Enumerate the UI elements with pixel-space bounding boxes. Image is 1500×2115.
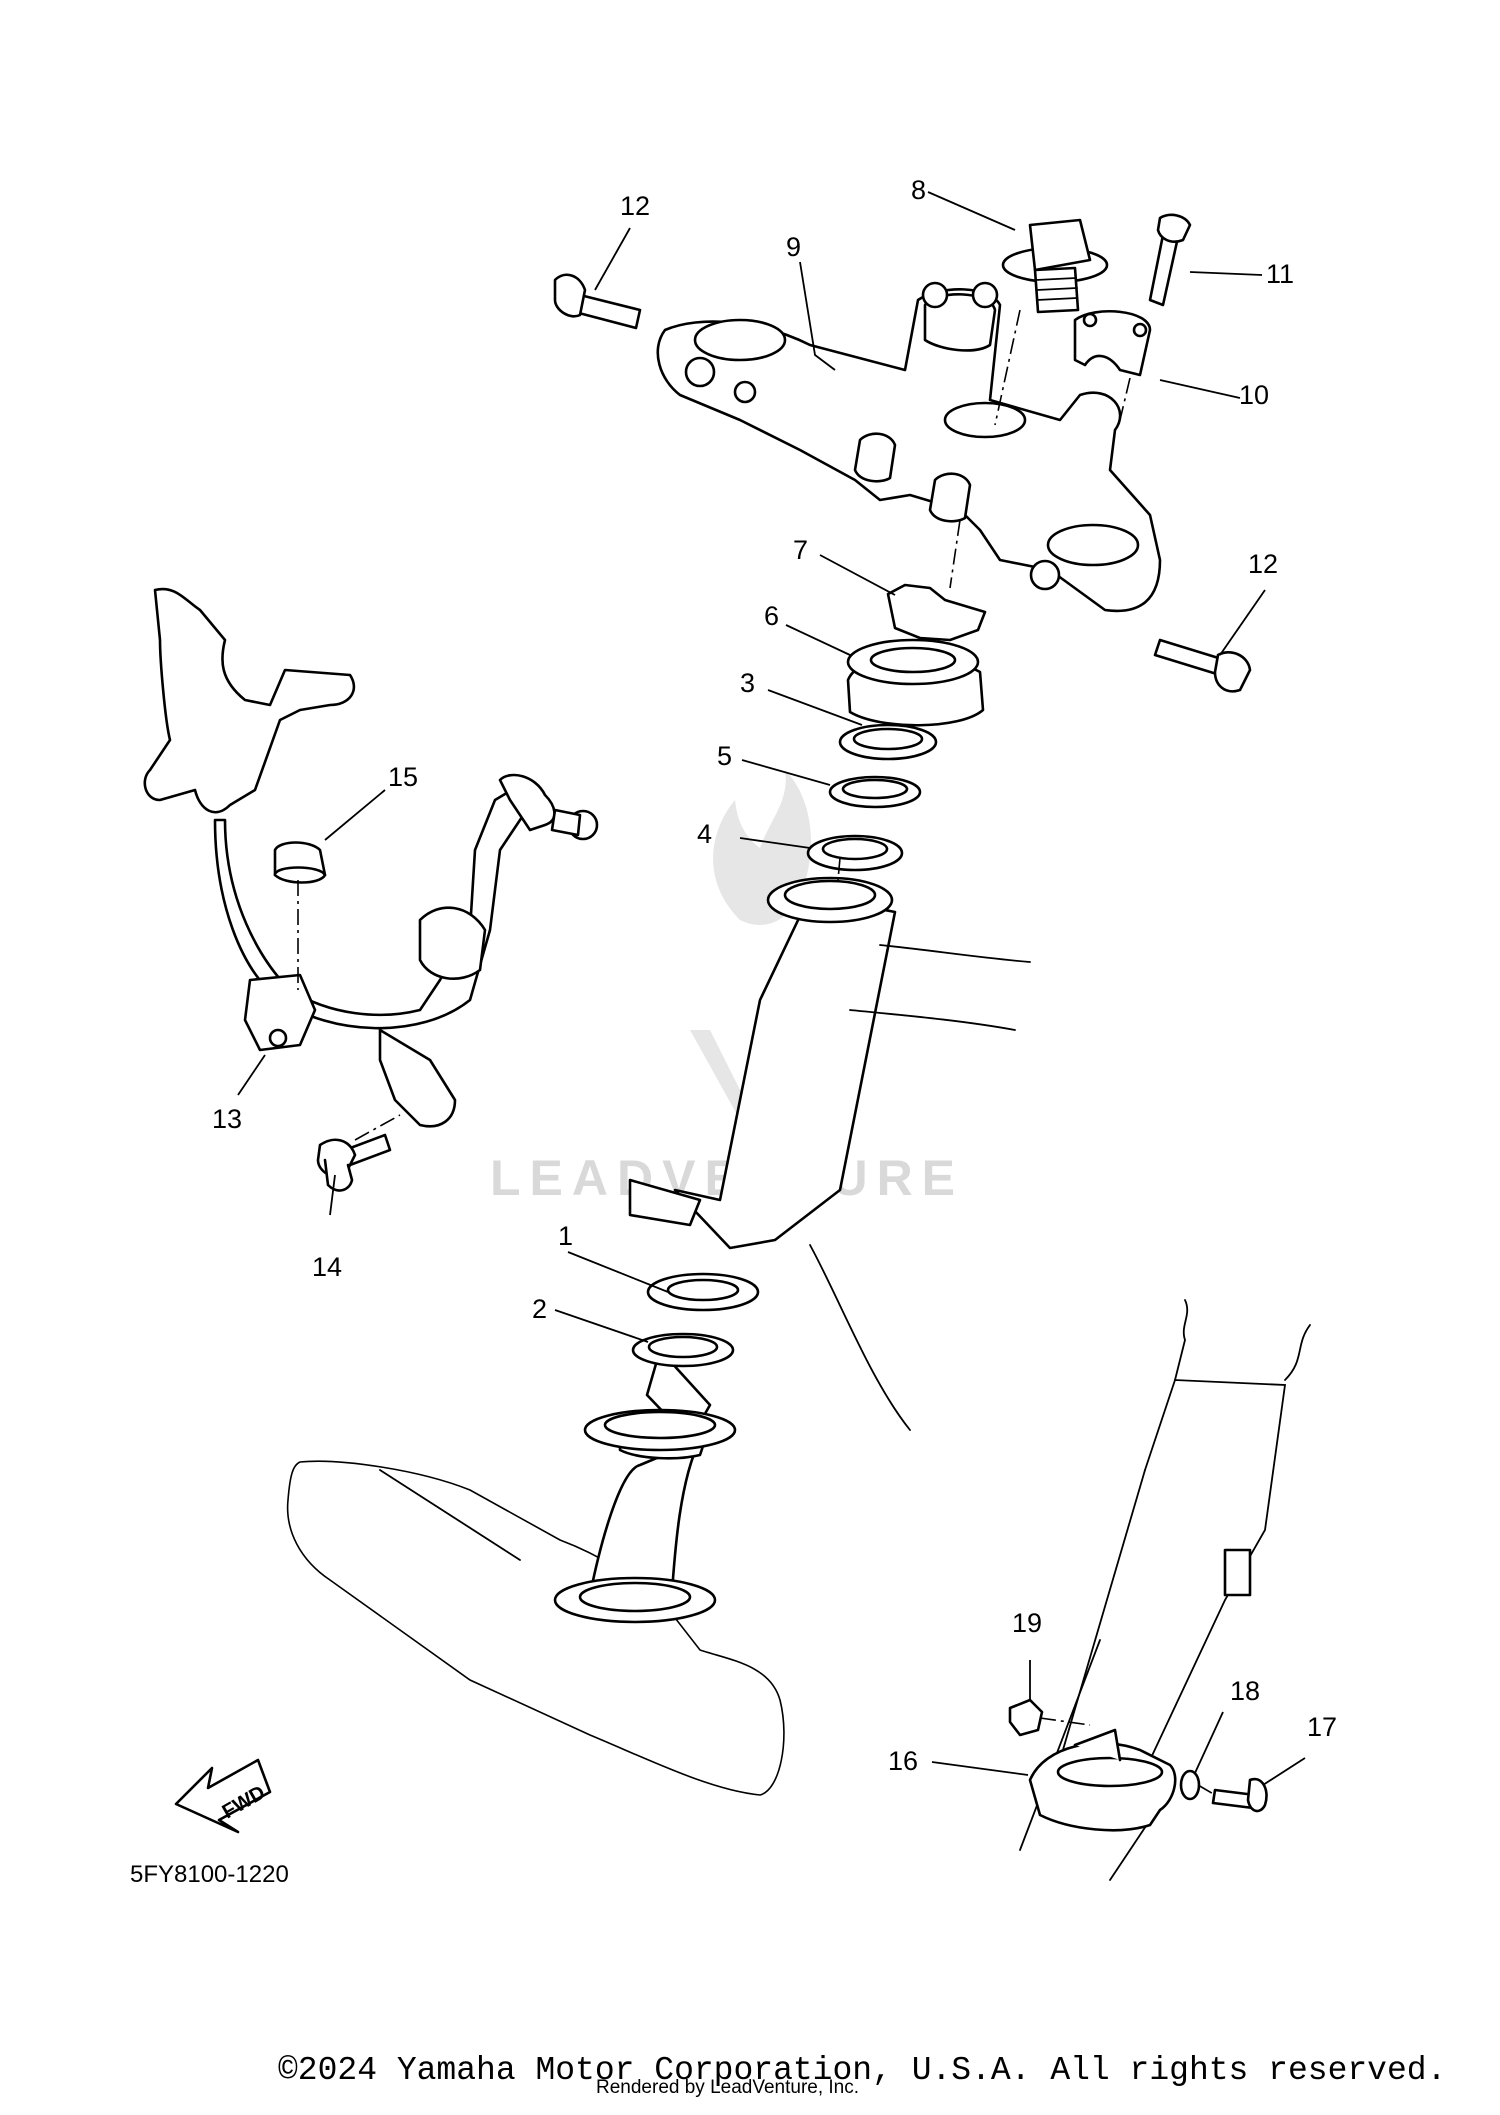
watermark: LEADVENTURE	[490, 770, 955, 1206]
bolt-14	[316, 1133, 392, 1192]
callout-1: 1	[558, 1221, 573, 1251]
callout-15: 15	[388, 762, 418, 792]
bolt-17	[1211, 1777, 1268, 1813]
bolt-12-right	[1153, 638, 1252, 693]
callout-6: 6	[764, 601, 779, 631]
callout-5: 5	[717, 741, 732, 771]
steering-stem-nut	[1001, 218, 1109, 314]
callout-19: 19	[1012, 1608, 1042, 1638]
callout-18: 18	[1230, 1676, 1260, 1706]
meter-stay	[143, 587, 599, 1128]
part-code: 5FY8100-1220	[130, 1861, 289, 1888]
frame-head-pipe	[628, 876, 1031, 1431]
lower-bearing-set	[583, 1272, 760, 1452]
washer-18	[1179, 1769, 1201, 1801]
handlebar-holder	[1073, 310, 1152, 377]
callout-11: 11	[1266, 259, 1294, 289]
copyright-notice: ©2024 Yamaha Motor Corporation, U.S.A. A…	[278, 2052, 1447, 2089]
callout-12-right: 12	[1248, 549, 1278, 579]
bolt-11	[1148, 213, 1192, 307]
bolt-12-left	[553, 273, 642, 330]
fwd-arrow-icon: FWD	[174, 1758, 272, 1834]
lower-bracket-ghost	[286, 1460, 785, 1796]
callout-14: 14	[312, 1252, 342, 1282]
nut-19	[1008, 1698, 1044, 1737]
upper-bearing-set	[806, 583, 987, 872]
callout-13: 13	[212, 1104, 242, 1134]
callout-8: 8	[911, 175, 926, 205]
callout-10: 10	[1239, 380, 1269, 410]
leader-lines	[237, 191, 1306, 1796]
callout-17: 17	[1307, 1712, 1337, 1742]
callout-3: 3	[740, 668, 755, 698]
fork-tube-ghost	[1019, 1299, 1311, 1881]
callout-12-left: 12	[620, 191, 650, 221]
callout-2: 2	[532, 1294, 547, 1324]
callout-4: 4	[697, 819, 712, 849]
callout-7: 7	[793, 535, 808, 565]
callout-9: 9	[786, 232, 801, 262]
callouts: 1 2 3 4 5 6 7 8 9 10 11 12 12 13 14 15 1…	[212, 175, 1337, 1776]
clamp-16	[1028, 1728, 1177, 1832]
upper-bracket	[656, 281, 1162, 613]
callout-16: 16	[888, 1746, 918, 1776]
cap-15	[273, 841, 327, 884]
rendered-by-notice: Rendered by LeadVenture, Inc.	[596, 2077, 860, 2098]
